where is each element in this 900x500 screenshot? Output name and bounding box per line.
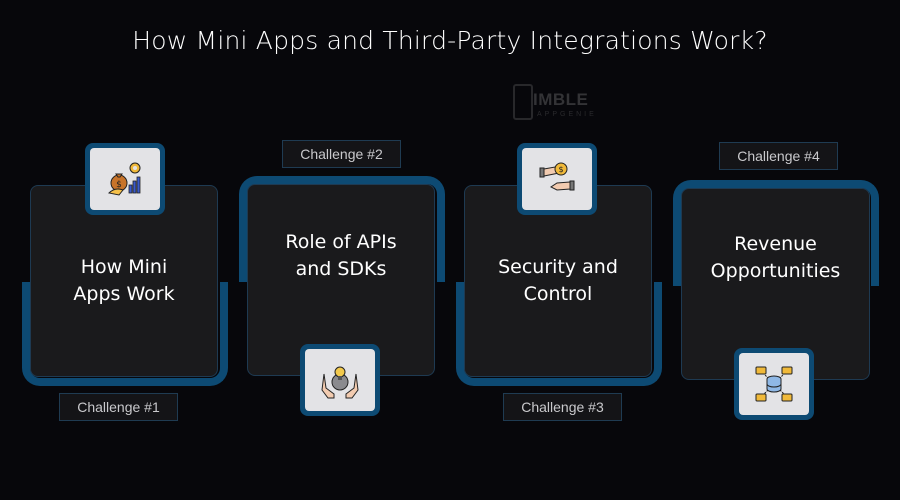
card-3-title-line2: Control [523, 283, 593, 305]
card-1-title-line2: Apps Work [73, 283, 175, 305]
page-title: How Mini Apps and Third-Party Integratio… [132, 26, 768, 55]
logo-word: IMBLE [533, 90, 589, 109]
card-4-title-line2: Opportunities [710, 260, 841, 282]
watermark-logo: IMBLE APPGENIE [513, 84, 608, 122]
card-2-icon-box [300, 344, 380, 416]
card-2-title-line1: Role of APIs [285, 231, 397, 253]
challenge-3-tag: Challenge #3 [503, 393, 622, 421]
card-1-title-line1: How Mini [80, 256, 168, 278]
database-network-icon [755, 366, 793, 402]
card-1-icon-box: $ [85, 143, 165, 215]
hands-gear-bulb-icon [321, 366, 359, 399]
card-4-bracket [673, 180, 879, 286]
challenge-2-tag: Challenge #2 [282, 140, 401, 168]
card-4-title-line1: Revenue [734, 233, 817, 255]
card-2-title-line2: and SDKs [295, 258, 387, 280]
card-2-bracket [239, 176, 445, 282]
challenge-1-tag: Challenge #1 [59, 393, 178, 421]
card-3-bracket [456, 282, 662, 386]
card-1: How Mini Apps Work [30, 185, 218, 377]
card-1-bracket [22, 282, 228, 386]
svg-text:$: $ [558, 165, 563, 174]
card-3-icon-box: $ [517, 143, 597, 215]
money-bag-chart-icon: $ [107, 162, 141, 196]
card-3-title-line1: Security and [498, 256, 618, 278]
svg-text:$: $ [116, 180, 122, 190]
logo-n-icon [513, 84, 533, 120]
card-4-icon-box [734, 348, 814, 420]
hand-coin-exchange-icon: $ [539, 162, 575, 191]
logo-sub: APPGENIE [537, 111, 597, 118]
challenge-4-tag: Challenge #4 [719, 142, 838, 170]
